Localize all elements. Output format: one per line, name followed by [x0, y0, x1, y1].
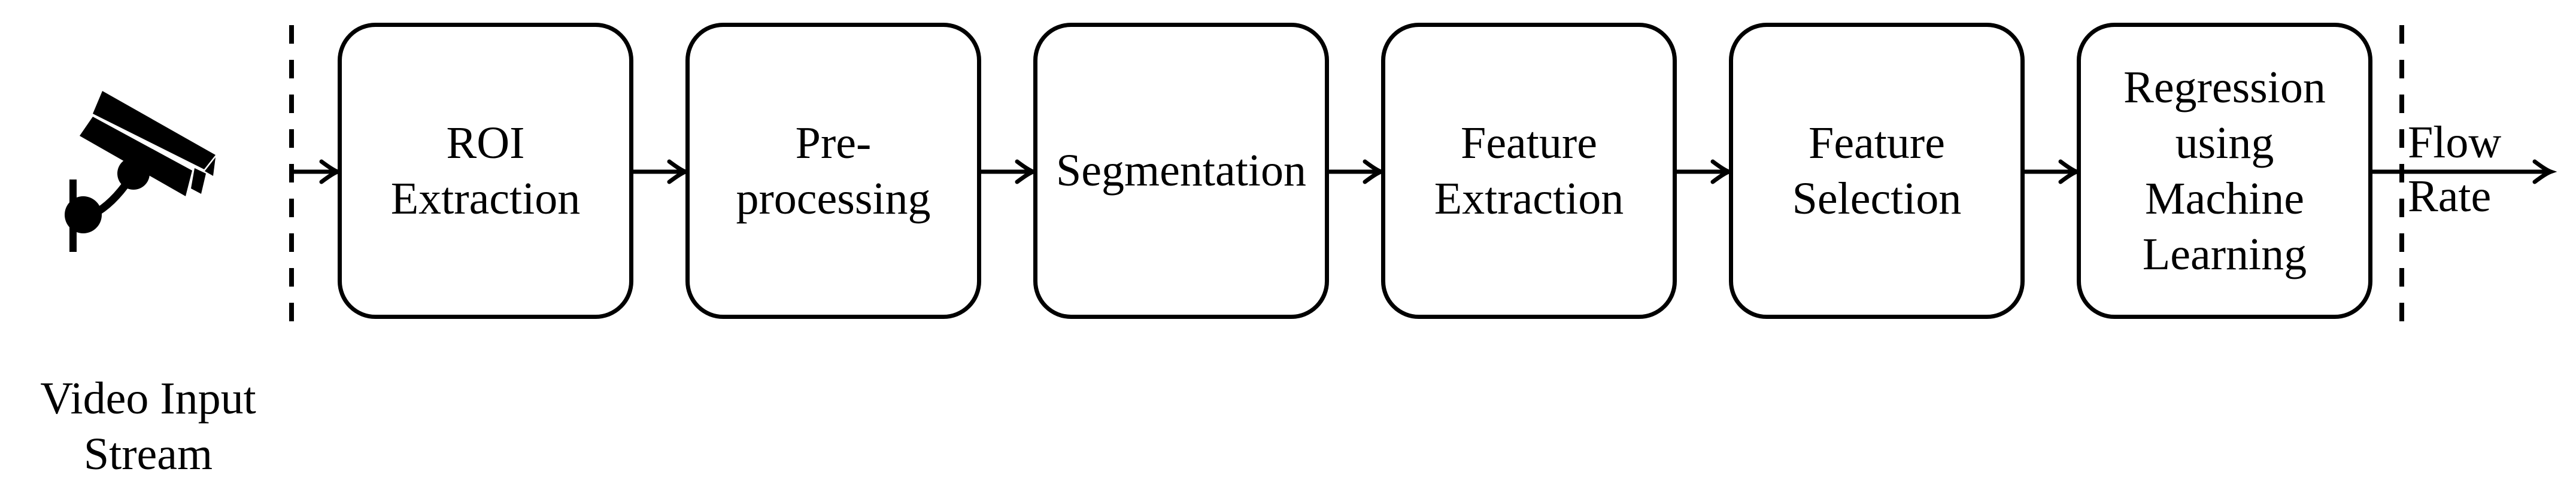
stage-box-segmentation: Segmentation	[1033, 23, 1329, 319]
stage-label: Segmentation	[1056, 145, 1306, 196]
video-input-stream-label: Video Input Stream	[40, 373, 256, 479]
arrow-stage4-to-stage5	[1674, 159, 1735, 184]
stage-box-pre-processing: Pre- processing	[685, 23, 981, 319]
stage-label: Pre- processing	[736, 117, 931, 224]
arrow-input-to-stage1	[289, 159, 344, 184]
flow-rate-label: Flow Rate	[2408, 117, 2502, 221]
arrow-stage1-to-stage2	[631, 159, 692, 184]
camera-wall-mount-joint	[65, 196, 102, 233]
stage-box-feature-extraction: Feature Extraction	[1381, 23, 1677, 319]
arrow-stage5-to-stage6	[2022, 159, 2083, 184]
stage-box-regression-ml: Regression using Machine Learning	[2077, 23, 2372, 319]
camera-sunshade	[93, 91, 216, 169]
camera-lens-front	[191, 168, 206, 194]
arrow-stage3-to-stage4	[1327, 159, 1388, 184]
camera-body	[80, 117, 192, 196]
camera-sunshade-fold	[205, 157, 216, 176]
stage-label: Regression using Machine Learning	[2123, 62, 2326, 279]
arrow-output-flow-rate	[2370, 159, 2557, 184]
stage-label: ROI Extraction	[390, 117, 581, 224]
cctv-camera-icon	[65, 91, 216, 252]
arrow-stage2-to-stage3	[979, 159, 1040, 184]
stage-box-roi-extraction: ROI Extraction	[338, 23, 633, 319]
stage-label: Feature Selection	[1792, 117, 1962, 224]
stage-label: Feature Extraction	[1434, 117, 1624, 224]
stage-box-feature-selection: Feature Selection	[1729, 23, 2025, 319]
